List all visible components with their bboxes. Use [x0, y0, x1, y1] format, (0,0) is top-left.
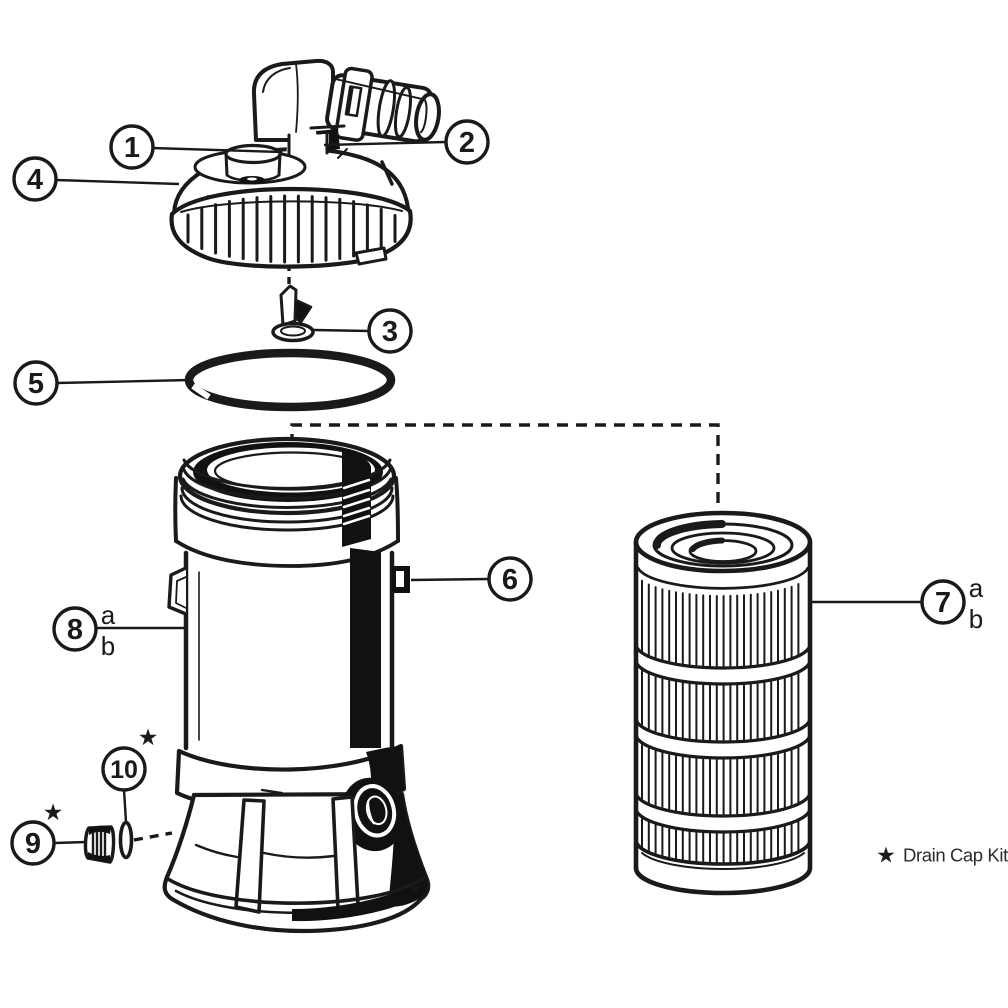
- filter-head-assembly: [169, 58, 441, 269]
- relief-boss: [224, 143, 282, 165]
- callout-circle: [109, 124, 155, 170]
- hose-adapter: [325, 66, 441, 144]
- legend-label: Drain Cap Kit: [903, 845, 1008, 866]
- callout-circle: [101, 746, 147, 792]
- callout-number: 6: [502, 564, 518, 596]
- callout-circle: [444, 119, 490, 165]
- locking-ring-ribs: [186, 194, 397, 264]
- callout-sub-label: b: [101, 631, 115, 661]
- assembly-guide-lines: [133, 264, 720, 842]
- callout-number: 5: [28, 368, 44, 400]
- lid-oring: [184, 348, 396, 412]
- callout-sub-label: b: [969, 604, 983, 634]
- callout-sub-label: a: [969, 573, 984, 603]
- cartridge-pleats: [641, 579, 800, 863]
- callout-circle: [12, 156, 58, 202]
- star-icon: ★: [138, 724, 159, 750]
- body-shadow: [350, 548, 381, 748]
- callout-number: 7: [935, 587, 951, 619]
- elbow-pipe: [251, 58, 335, 142]
- ring-tab: [354, 246, 388, 266]
- drain-cap: [83, 825, 116, 864]
- callout-circle: [13, 360, 59, 406]
- callout-5: 5: [13, 360, 191, 406]
- callout-4: 4: [12, 156, 180, 202]
- star-icon: ★: [43, 799, 64, 825]
- callout-2: 2: [323, 119, 490, 165]
- drain-port: [341, 777, 404, 852]
- legend: ★ Drain Cap Kit: [876, 843, 1008, 868]
- filter-cartridge: [633, 510, 813, 896]
- callout-9: 9★: [10, 799, 88, 866]
- callout-number: 10: [110, 756, 138, 784]
- drain-cap-oring: [118, 820, 134, 860]
- callout-number: 9: [25, 828, 41, 860]
- callout-number: 2: [459, 127, 475, 159]
- callout-6: 6: [410, 556, 533, 602]
- callout-number: 3: [382, 316, 398, 348]
- callout-circle: [367, 308, 413, 354]
- callout-circle: [10, 820, 56, 866]
- callout-circle: [52, 606, 98, 652]
- callout-1: 1: [109, 124, 283, 170]
- tank-body: [162, 436, 431, 934]
- callout-circle: [920, 579, 966, 625]
- star-icon: ★: [876, 843, 896, 868]
- callout-sub-label: a: [101, 600, 116, 630]
- base-rib-right: [331, 795, 360, 911]
- callout-10: 10★: [101, 724, 159, 823]
- air-relief-valve: [271, 284, 315, 343]
- callout-number: 4: [27, 164, 43, 196]
- callout-circle: [487, 556, 533, 602]
- locking-ring: [169, 186, 413, 269]
- callout-number: 8: [67, 614, 83, 646]
- callout-3: 3: [313, 308, 413, 354]
- callout-number: 1: [124, 132, 140, 164]
